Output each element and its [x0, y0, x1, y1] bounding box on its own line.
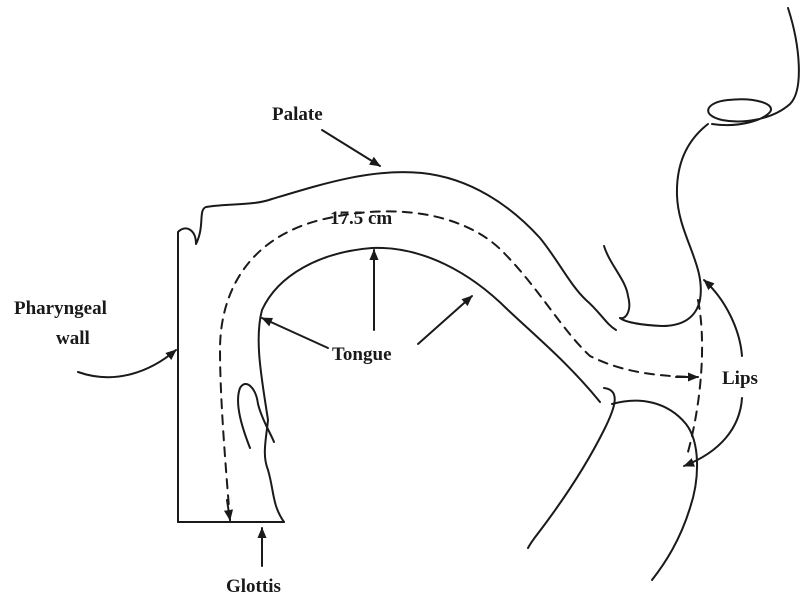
palate-pointer-arrow [322, 130, 380, 166]
lips-pointer-arrow-upper [704, 280, 742, 356]
epiglottis-outline [238, 384, 274, 448]
tongue-pointer-arrow-right [418, 296, 472, 344]
tongue-pointer-arrow-left [262, 318, 328, 348]
tongue-outline [259, 248, 600, 522]
length-label: 17.5 cm [330, 208, 392, 229]
pharyngeal-wall-pointer-arrow [78, 350, 176, 377]
lower-lip-outline [528, 388, 615, 548]
pharyngeal-label: Pharyngeal [14, 298, 107, 319]
palate-label: Palate [272, 104, 323, 125]
upper-lip-outline [604, 246, 629, 318]
tract-length-path [220, 211, 692, 520]
tongue-label: Tongue [332, 344, 392, 365]
lips-label: Lips [722, 368, 758, 389]
glottis-label: Glottis [226, 576, 281, 597]
wall-label: wall [56, 328, 90, 349]
nose-profile [708, 8, 799, 125]
chin-outline [612, 401, 697, 580]
palate-outline [178, 172, 616, 330]
upper-face-profile [620, 124, 708, 326]
